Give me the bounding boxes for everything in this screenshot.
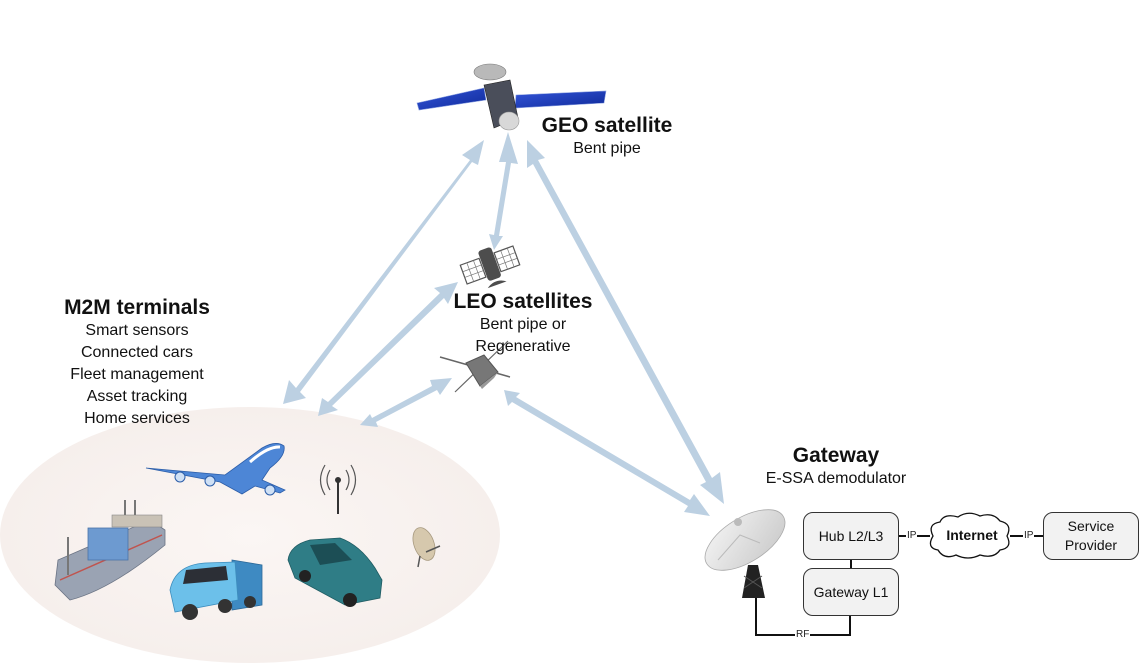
gateway-subtitle: E-SSA demodulator	[765, 470, 907, 487]
gateway-label: Gateway E-SSA demodulator	[752, 444, 920, 490]
service-provider-line-2: Provider	[1064, 537, 1118, 553]
ip-link-label: IP	[1023, 530, 1035, 541]
arrow-leo-gateway	[504, 390, 710, 516]
geo-title: GEO satellite	[541, 114, 673, 137]
gateway-dish-icon	[704, 509, 786, 598]
leo-cubesat-icon	[439, 340, 511, 393]
link-arrows	[283, 132, 724, 516]
leo-title: LEO satellites	[453, 290, 593, 313]
arrow-terminals-leo1	[318, 282, 458, 416]
service-provider-line-1: Service	[1067, 518, 1115, 534]
car-icon	[287, 537, 383, 607]
arrow-terminals-geo	[283, 140, 484, 404]
airplane-icon	[145, 443, 286, 496]
geo-subtitle: Bent pipe	[573, 140, 641, 157]
antenna-icon	[319, 464, 357, 514]
rf-link-label: RF	[795, 629, 811, 640]
hub-block: Hub L2/L3	[803, 512, 899, 560]
hub-label: Hub L2/L3	[818, 527, 884, 544]
gateway-l1-block: Gateway L1	[803, 568, 899, 616]
arrow-terminals-leo2	[360, 378, 452, 427]
terminal-item: Connected cars	[80, 344, 194, 361]
geo-satellite-icon	[416, 63, 607, 131]
gateway-l1-label: Gateway L1	[813, 583, 889, 600]
leo-label: LEO satellites Bent pipe or Regenerative	[448, 290, 598, 358]
arrow-geo-gateway	[527, 140, 724, 504]
terminal-item: Home services	[84, 410, 190, 427]
terminals-title: M2M terminals	[64, 296, 210, 319]
terminal-item: Smart sensors	[85, 322, 189, 339]
geo-label: GEO satellite Bent pipe	[540, 114, 674, 160]
satellite-dish-icon	[412, 527, 441, 568]
leo-satellite-icon	[459, 245, 521, 289]
service-provider-block: Service Provider	[1043, 512, 1139, 560]
terminals-label: M2M terminals Smart sensors Connected ca…	[45, 296, 229, 430]
terminal-item: Asset tracking	[86, 388, 188, 405]
ip-link-label: IP	[906, 530, 918, 541]
terminal-item: Fleet management	[70, 366, 204, 383]
truck-icon	[169, 559, 263, 620]
leo-subtitle-line-2: Regenerative	[475, 338, 571, 355]
ship-icon	[54, 500, 166, 601]
internet-label: Internet	[946, 527, 998, 543]
gateway-title: Gateway	[792, 444, 880, 467]
leo-subtitle-line-1: Bent pipe or	[479, 316, 567, 333]
arrow-geo-leo	[489, 132, 518, 250]
internet-cloud	[929, 512, 1010, 559]
